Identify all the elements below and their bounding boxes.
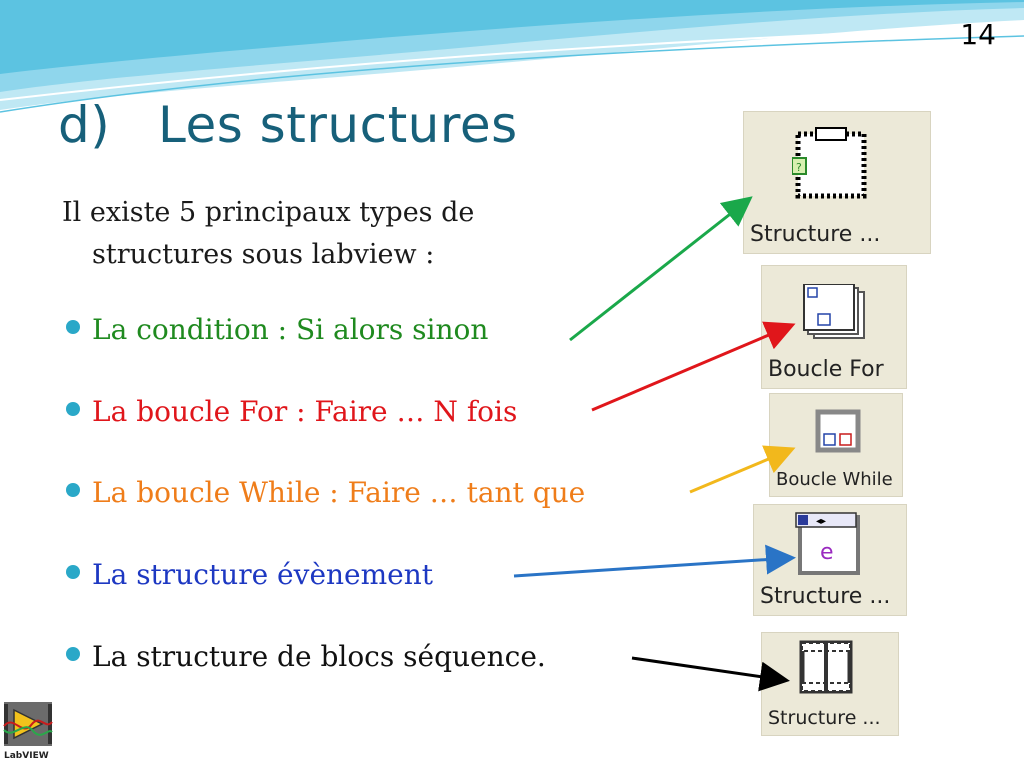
- bullet-label: La condition : Si alors sinon: [92, 313, 489, 346]
- palette-while-loop[interactable]: Boucle While: [769, 393, 903, 497]
- palette-caption: Structure ...: [768, 707, 881, 729]
- palette-caption: Structure ...: [750, 222, 881, 247]
- page-number: 14: [960, 18, 996, 51]
- title-letter: d): [58, 96, 111, 154]
- bullet-dot-icon: [66, 320, 80, 334]
- bullet-condition: La condition : Si alors sinon: [66, 310, 488, 350]
- header-wave-decoration: [0, 0, 1024, 113]
- arrow-sequence-structure: [631, 656, 790, 692]
- bullet-event-structure: La structure évènement: [66, 555, 433, 595]
- arrow-for-loop: [591, 321, 796, 412]
- svg-text:e: e: [820, 540, 834, 565]
- bullet-label: La boucle While : Faire … tant que: [92, 476, 586, 509]
- title-text: Les structures: [158, 96, 518, 154]
- slide-title: d) Les structures: [58, 96, 518, 154]
- bullet-dot-icon: [66, 565, 80, 579]
- labview-logo-icon: [3, 702, 53, 746]
- sequence-structure-icon: [799, 640, 853, 694]
- event-structure-icon: ◂▸ e: [795, 512, 860, 575]
- bullet-dot-icon: [66, 647, 80, 661]
- palette-caption: Boucle For: [768, 357, 884, 382]
- svg-text:?: ?: [796, 161, 802, 174]
- arrow-condition: [569, 196, 753, 342]
- bullet-sequence-structure: La structure de blocs séquence.: [66, 637, 546, 677]
- bullet-label: La structure évènement: [92, 558, 434, 591]
- palette-caption: Structure ...: [760, 584, 891, 609]
- intro-text: Il existe 5 principaux types de structur…: [62, 197, 475, 270]
- arrow-event-structure: [513, 544, 796, 578]
- svg-text:◂▸: ◂▸: [816, 516, 826, 527]
- while-loop-icon: [815, 409, 861, 453]
- bullet-dot-icon: [66, 402, 80, 416]
- bullet-for-loop: La boucle For : Faire … N fois: [66, 392, 517, 432]
- bullet-label: La boucle For : Faire … N fois: [92, 395, 518, 428]
- logo-text: LabVIEW: [4, 751, 49, 761]
- arrow-while-loop: [689, 445, 796, 494]
- palette-caption: Boucle While: [776, 469, 893, 490]
- palette-case-structure[interactable]: ? Structure ...: [743, 111, 931, 254]
- case-structure-icon: ?: [792, 127, 867, 199]
- bullet-while-loop: La boucle While : Faire … tant que: [66, 473, 585, 513]
- bullet-label: La structure de blocs séquence.: [92, 640, 546, 673]
- for-loop-icon: [803, 284, 865, 339]
- bullet-dot-icon: [66, 483, 80, 497]
